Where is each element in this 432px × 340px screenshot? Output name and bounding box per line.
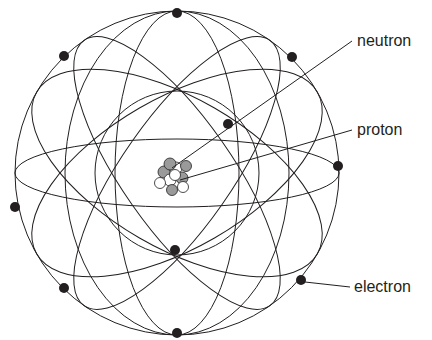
orbit — [115, 11, 239, 335]
outer-sphere — [15, 11, 339, 335]
orbit — [39, 9, 315, 337]
orbit — [0, 27, 355, 319]
leader-lines — [172, 41, 352, 287]
part-label: electron — [354, 278, 411, 296]
orbit — [0, 27, 355, 319]
orbit — [65, 11, 289, 335]
nucleus — [155, 158, 192, 196]
part-label: proton — [357, 121, 402, 139]
orbit — [39, 9, 315, 337]
orbit — [15, 139, 339, 207]
part-label: neutron — [357, 32, 411, 50]
electrons — [10, 8, 343, 338]
inner-orbit — [95, 91, 259, 255]
